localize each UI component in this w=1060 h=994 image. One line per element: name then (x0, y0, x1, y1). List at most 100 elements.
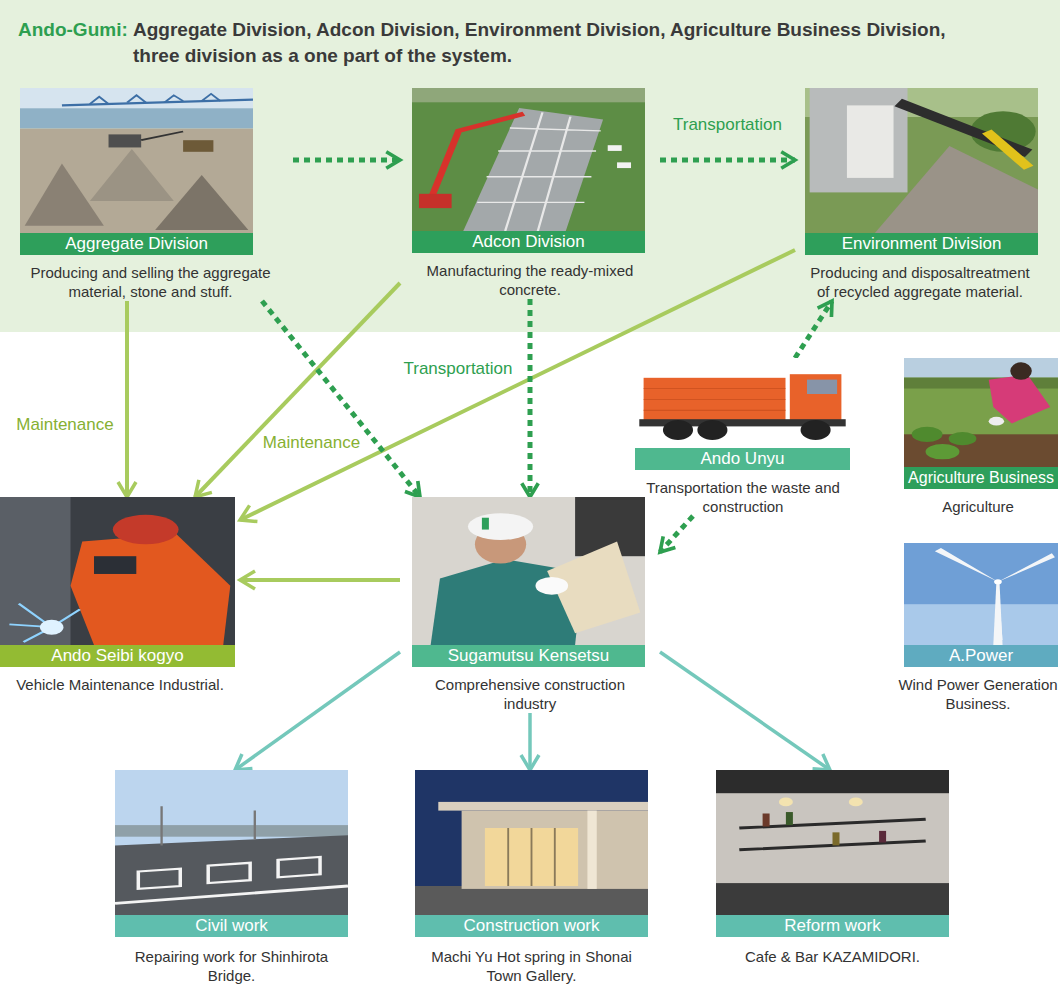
division-name: Reform work (716, 915, 949, 937)
photo-shape (415, 886, 648, 915)
edge-label: Maintenance (260, 433, 363, 453)
photo-shape (989, 417, 1004, 426)
work-arrow (660, 652, 830, 770)
division-card: Sugamutsu KensetsuComprehensive construc… (400, 497, 660, 713)
photo-shape (71, 534, 231, 645)
photo-illustration (805, 88, 1038, 233)
division-description: Comprehensive construction industry (418, 675, 643, 713)
photo-shape (141, 132, 183, 141)
photo-illustration (415, 770, 648, 915)
photo-shape (904, 543, 1058, 645)
photo-shape (20, 129, 253, 233)
photo-shape (989, 374, 1051, 423)
edge-label: Transportation (670, 115, 785, 135)
photo-shape (40, 620, 64, 635)
photo-shape (183, 140, 213, 152)
photo-shape (535, 577, 568, 595)
photo-illustration (904, 358, 1058, 467)
photo-shape (412, 497, 645, 645)
photo-shape (635, 358, 850, 448)
division-card: Adcon DivisionManufacturing the ready-mi… (400, 88, 660, 299)
division-card: Aggregate DivisionProducing and selling … (8, 88, 293, 301)
photo-shape (833, 832, 840, 845)
photo-shape (138, 857, 320, 889)
photo-shape (94, 556, 136, 574)
photo-shape (109, 134, 142, 147)
photo-shape (1010, 362, 1032, 379)
division-card: Environment DivisionProducing and dispos… (795, 88, 1045, 301)
transport-arrow (660, 516, 693, 552)
photo-shape (904, 358, 1058, 378)
photo-shape (904, 604, 1058, 645)
photo-illustration (716, 770, 949, 915)
division-card: Agriculture BusinessAgriculture (898, 358, 1058, 516)
photo-shape (663, 420, 693, 440)
division-card: Ando UnyuTransportation the waste and co… (633, 358, 853, 516)
edge-label: Transportation (401, 359, 516, 379)
transport-arrow (660, 158, 795, 163)
photo-shape (644, 389, 786, 411)
photo-shape (90, 149, 174, 201)
division-card: Civil workRepairing work for Shinhirota … (105, 770, 358, 985)
band-fill-rect (0, 0, 1060, 332)
photo-shape (847, 105, 894, 177)
division-description: Vehicle Maintenance Industrial. (0, 675, 240, 694)
work-arrow (528, 713, 532, 770)
photo-shape (155, 175, 248, 230)
division-card: A.PowerWind Power Generation Business. (898, 543, 1058, 713)
maintenance-arrow (195, 283, 400, 497)
photo-shape (115, 770, 348, 915)
division-name: Sugamutsu Kensetsu (412, 645, 645, 667)
transport-arrow (293, 158, 400, 163)
division-name: Construction work (415, 915, 648, 937)
photo-shape (779, 798, 793, 807)
photo-shape (412, 88, 645, 231)
photo-shape (716, 883, 949, 915)
division-name: A.Power (904, 645, 1058, 667)
photo-illustration (412, 497, 645, 645)
photo-shape (9, 604, 80, 642)
photo-shape (485, 828, 578, 886)
photo-illustration (412, 88, 645, 231)
division-name: Civil work (115, 915, 348, 937)
division-name: Ando Unyu (635, 448, 850, 470)
photo-shape (716, 770, 949, 915)
photo-shape (949, 432, 977, 445)
division-card: Ando Seibi kogyoVehicle Maintenance Indu… (0, 497, 240, 694)
photo-shape (25, 163, 104, 225)
photo-shape (608, 145, 622, 151)
transport-arrow (528, 299, 533, 497)
division-description: Manufacturing the ready-mixed concrete. (410, 261, 650, 299)
transport-arrow (795, 301, 832, 358)
photo-shape (786, 812, 793, 825)
photo-shape (468, 513, 533, 540)
division-description: Cafe & Bar KAZAMIDORI. (713, 947, 953, 966)
photo-shape (644, 378, 786, 421)
photo-shape (587, 811, 596, 889)
photo-shape (415, 770, 648, 915)
division-description: Producing and selling the aggregate mate… (8, 263, 293, 301)
photo-shape (115, 835, 348, 915)
band-heading-row: Ando-Gumi:Aggregate Division, Adcon Divi… (18, 17, 978, 69)
photo-shape (926, 444, 960, 459)
photo-shape (763, 814, 770, 827)
photo-shape (90, 94, 220, 104)
photo-shape (912, 427, 943, 442)
division-description: Producing and disposaltreatment of recyc… (806, 263, 1034, 301)
photo-shape (617, 162, 631, 168)
division-name: Ando Seibi kogyo (0, 645, 235, 667)
division-description: Wind Power Generation Business. (898, 675, 1058, 713)
photo-shape (879, 831, 886, 843)
photo-illustration (115, 770, 348, 915)
photo-shape (801, 420, 831, 440)
maintenance-arrow (240, 578, 400, 582)
maintenance-arrow (125, 301, 129, 497)
group-band: Ando-Gumi:Aggregate Division, Adcon Divi… (0, 0, 1060, 332)
photo-shape (162, 806, 255, 845)
division-name: Adcon Division (412, 231, 645, 253)
division-description: Repairing work for Shinhirota Bridge. (117, 947, 347, 985)
group-heading: Ando-Gumi: (18, 17, 133, 43)
transport-arrow (262, 301, 420, 497)
